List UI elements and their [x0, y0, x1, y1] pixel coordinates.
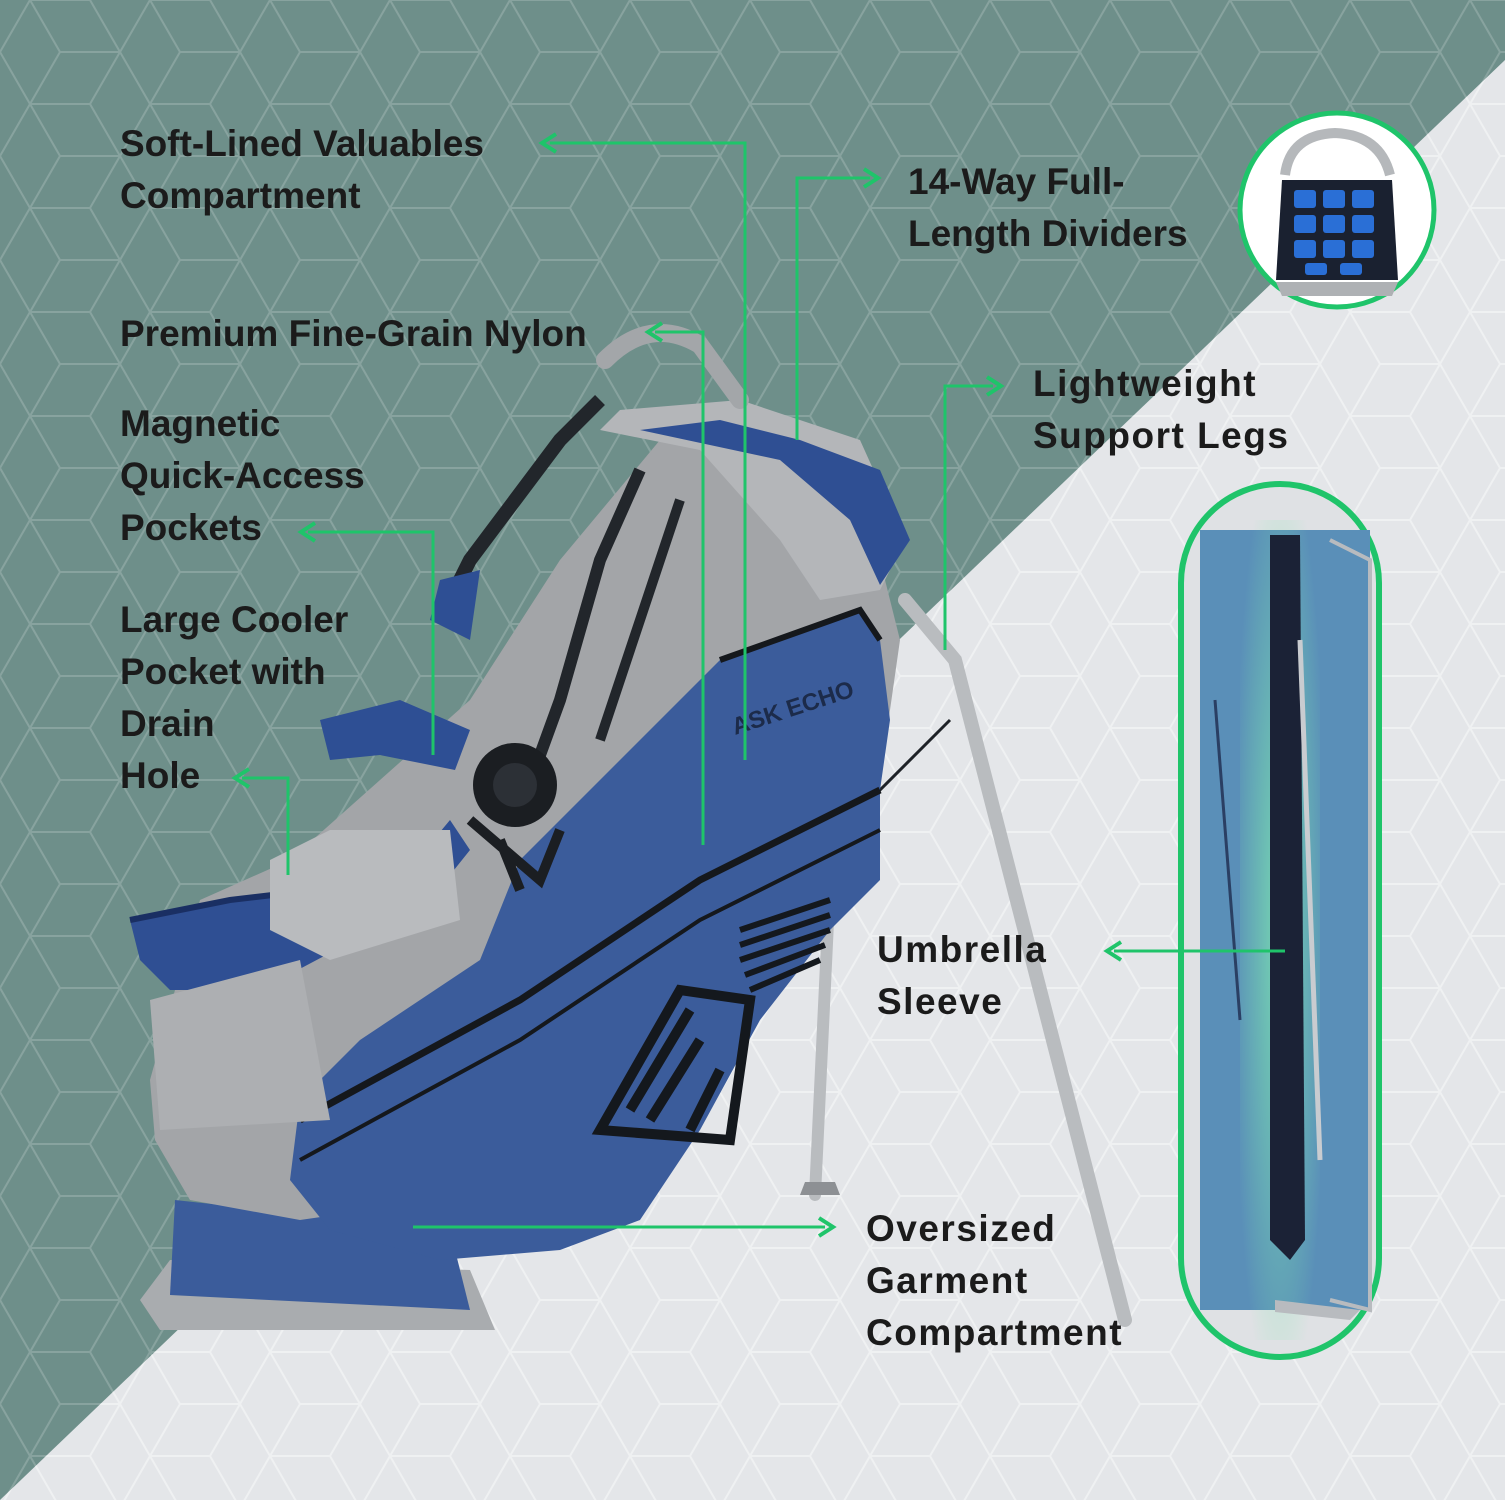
callout-magnetic: Magnetic Quick-Access Pockets [120, 398, 365, 554]
callout-garment-line-2: Garment [866, 1260, 1029, 1301]
callout-magnetic-line-3: Pockets [120, 507, 262, 548]
callout-nylon: Premium Fine-Grain Nylon [120, 308, 587, 360]
callout-umbrella: Umbrella Sleeve [877, 924, 1047, 1028]
callout-cooler: Large Cooler Pocket with Drain Hole [120, 594, 348, 802]
leader-dividers [795, 176, 870, 440]
leader-legs [943, 384, 993, 650]
callout-legs-line-1: Lightweight [1033, 363, 1258, 404]
callout-umbrella-line-2: Sleeve [877, 981, 1004, 1022]
callout-magnetic-line-1: Magnetic [120, 403, 281, 444]
callout-valuables-line-2: Compartment [120, 175, 361, 216]
callout-cooler-line-1: Large Cooler [120, 599, 349, 640]
leader-nylon [655, 330, 705, 845]
golf-bag-image: ASK ECHO [129, 324, 1132, 1330]
callout-cooler-line-3: Drain [120, 703, 215, 744]
callout-dividers: 14-Way Full- Length Dividers [908, 156, 1188, 260]
leader-magnetic [308, 530, 435, 755]
callout-nylon-line-1: Premium Fine-Grain Nylon [120, 313, 587, 354]
callout-magnetic-line-2: Quick-Access [120, 455, 365, 496]
callout-leaders [231, 132, 1285, 1238]
callout-cooler-line-4: Hole [120, 755, 201, 796]
callout-garment: Oversized Garment Compartment [866, 1203, 1123, 1359]
callout-garment-line-1: Oversized [866, 1208, 1057, 1249]
dividers-inset [1237, 110, 1437, 310]
callout-cooler-line-2: Pocket with [120, 651, 326, 692]
callout-legs-line-2: Support Legs [1033, 415, 1290, 456]
callout-dividers-line-2: Length Dividers [908, 213, 1188, 254]
callout-valuables-line-1: Soft-Lined Valuables [120, 123, 484, 164]
callout-dividers-line-1: 14-Way Full- [908, 161, 1125, 202]
callout-legs: Lightweight Support Legs [1033, 358, 1289, 462]
callout-garment-line-3: Compartment [866, 1312, 1124, 1353]
umbrella-sleeve-inset [1178, 481, 1382, 1360]
brand-logo-mark [591, 984, 756, 1146]
leader-cooler [242, 776, 290, 875]
leader-valuables [550, 141, 747, 760]
support-leg [898, 593, 1132, 1327]
callout-umbrella-line-1: Umbrella [877, 929, 1048, 970]
callout-valuables: Soft-Lined Valuables Compartment [120, 118, 484, 222]
